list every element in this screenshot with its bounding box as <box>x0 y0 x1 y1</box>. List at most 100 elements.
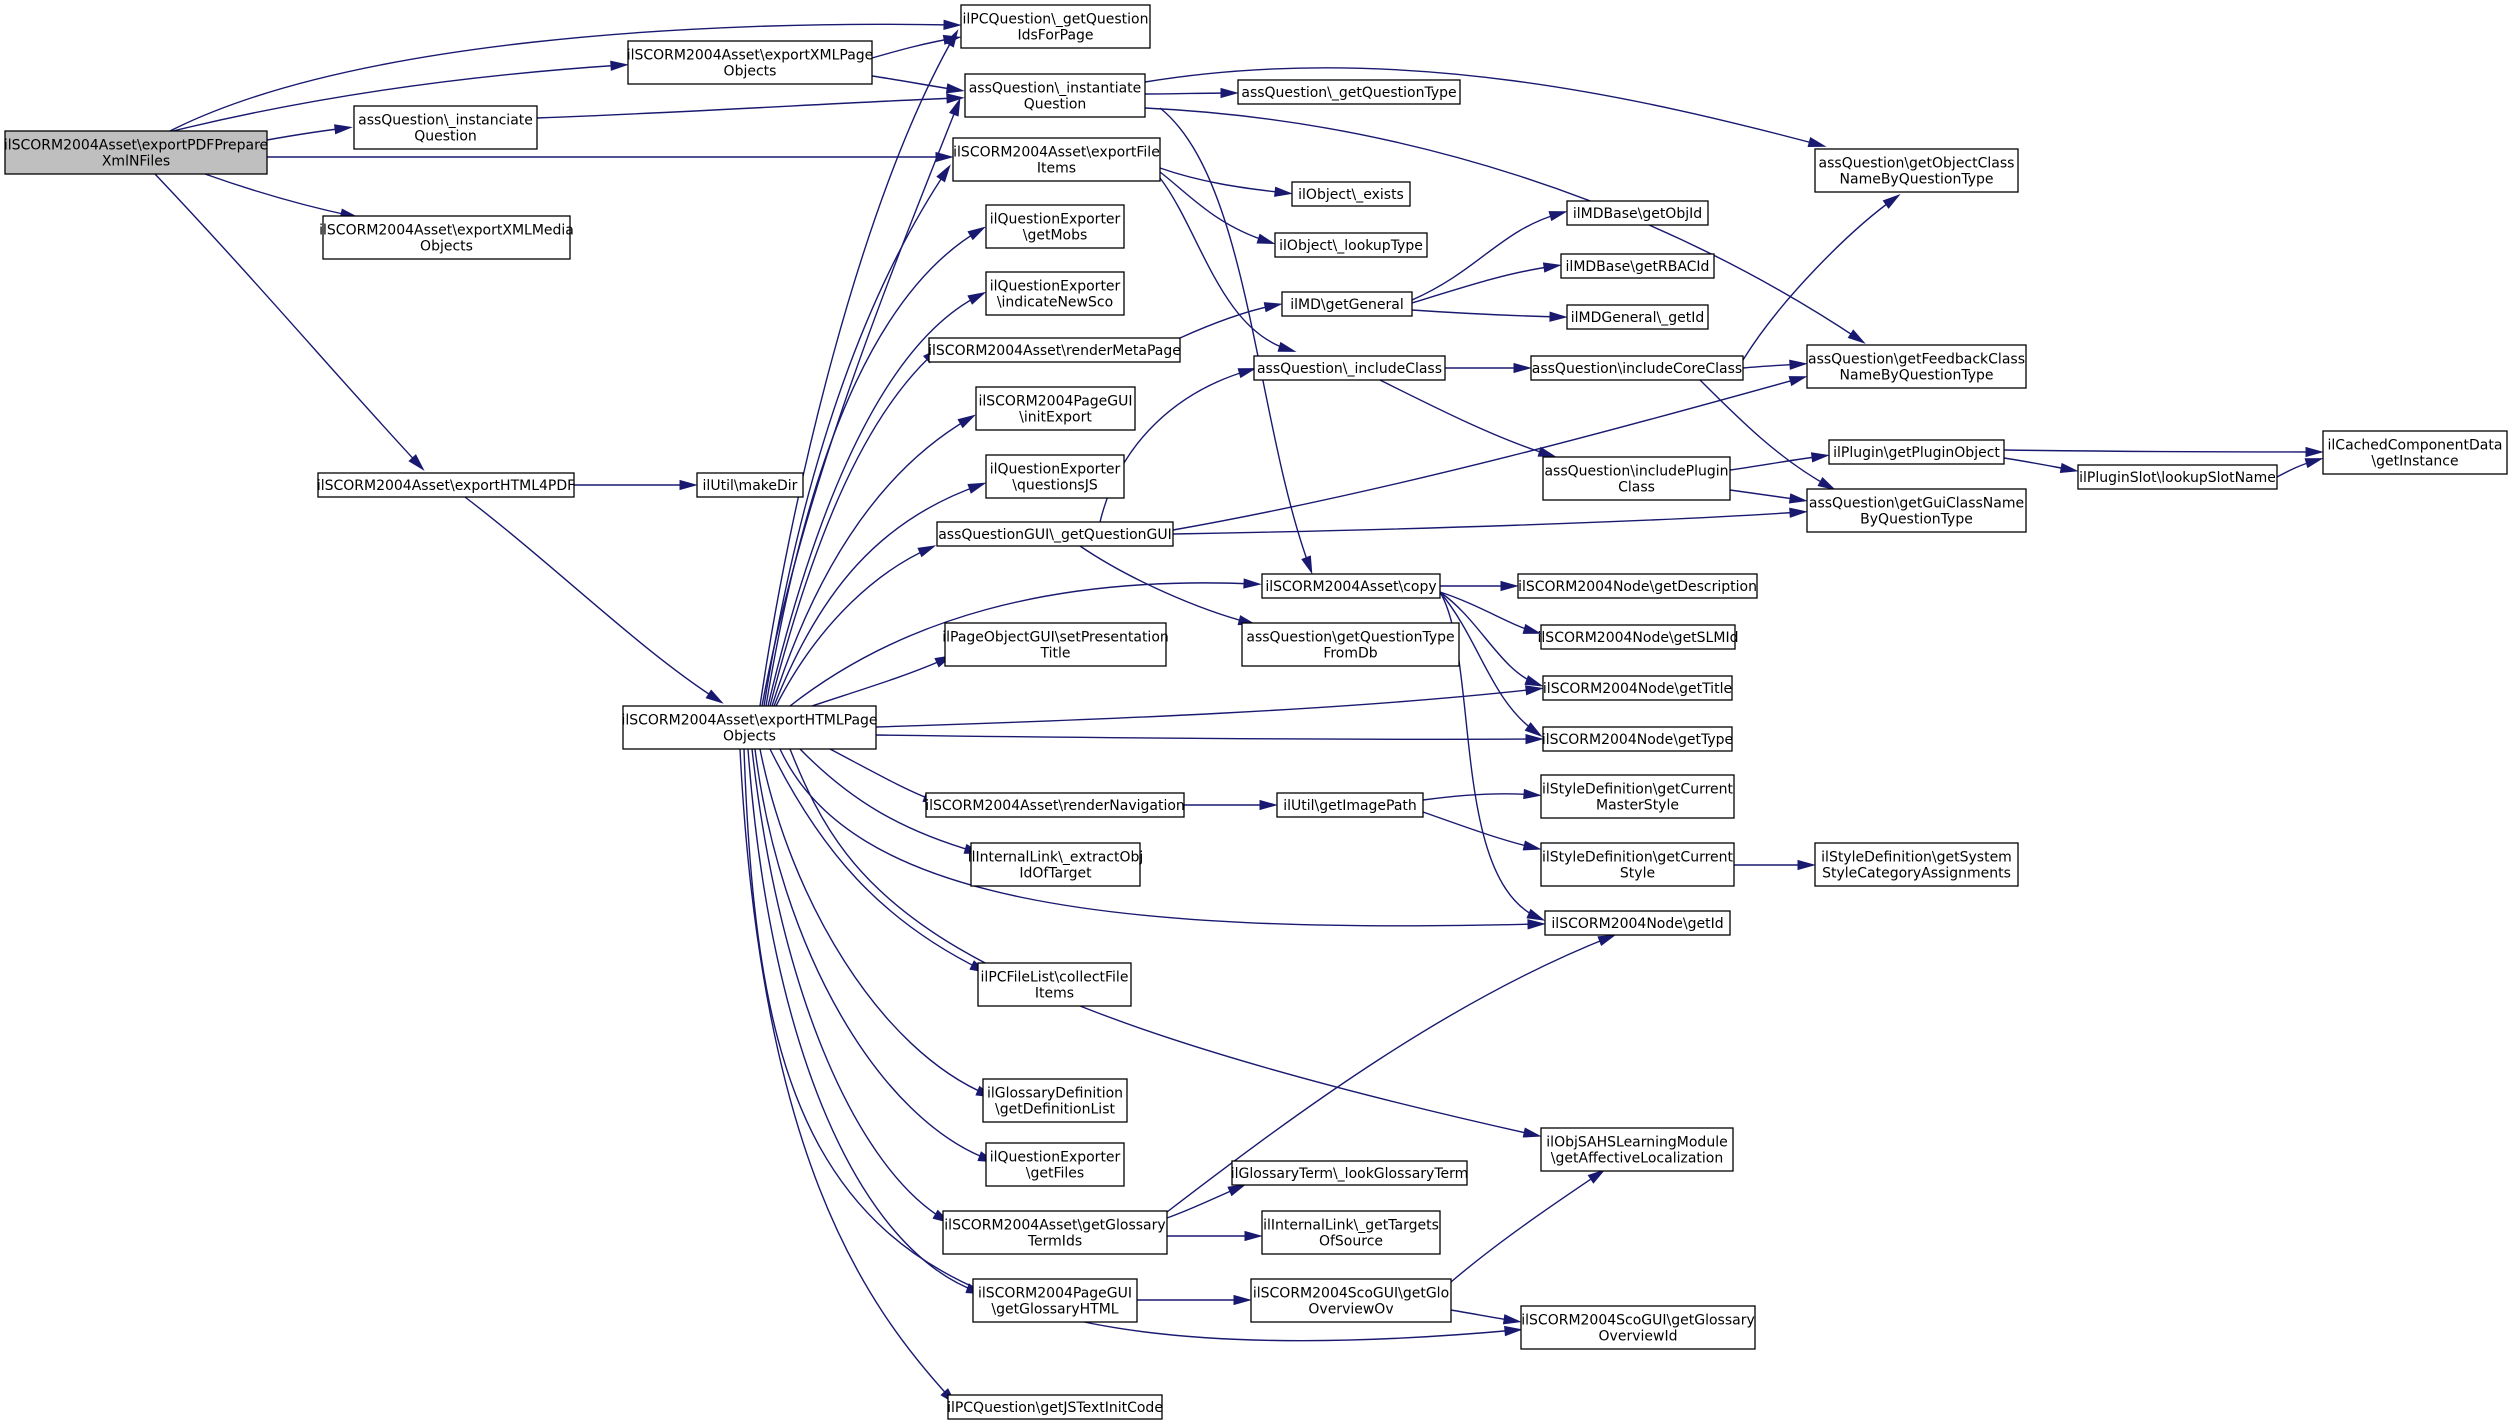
node-n53[interactable]: ilGlossaryTerm\_lookGlossaryTerm <box>1231 1160 1469 1186</box>
edge-line <box>1159 171 1270 243</box>
node-n8[interactable]: ilUtil\makeDir <box>696 472 804 498</box>
node-n43[interactable]: ilSCORM2004Node\getDescription <box>1517 573 1758 599</box>
node-n16[interactable]: ilSCORM2004Asset\copy <box>1261 573 1441 599</box>
node-n38[interactable]: ilPlugin\getPluginObject <box>1828 439 2005 465</box>
node-n50[interactable]: ilStyleDefinition\getSystemStyleCategory… <box>1814 842 2019 887</box>
node-box <box>1261 1210 1441 1255</box>
node-n27[interactable]: ilGlossaryDefinition\getDefinitionList <box>982 1078 1128 1123</box>
node-n51[interactable]: ilSCORM2004Node\getId <box>1544 910 1731 936</box>
node-label-line: ByQuestionType <box>1860 512 1973 528</box>
edge-line <box>799 748 977 853</box>
edge-arrowhead <box>1525 685 1544 696</box>
node-label-line: ilMDBase\getObjId <box>1573 206 1702 222</box>
node-label-line: Question <box>414 129 477 145</box>
edge-arrowhead <box>1797 859 1816 871</box>
node-n13[interactable]: ilObject\_exists <box>1291 181 1411 207</box>
node-n52[interactable]: ilObjSAHSLearningModule\getAffectiveLoca… <box>1540 1127 1734 1172</box>
node-n15[interactable]: assQuestion\_includeClass <box>1253 355 1446 381</box>
node-box <box>1291 181 1411 207</box>
edge-arrowhead <box>944 29 959 48</box>
node-n28[interactable]: ilQuestionExporter\getFiles <box>985 1142 1125 1187</box>
node-n14[interactable]: ilObject\_lookupType <box>1274 232 1428 258</box>
node-n34[interactable]: ilMDBase\getRBACId <box>1560 253 1715 279</box>
node-n11[interactable]: assQuestion\getObjectClassNameByQuestion… <box>1814 148 2019 193</box>
edge-n29-n54 <box>1167 1230 1263 1242</box>
edge-arrowhead <box>1237 368 1257 379</box>
node-box <box>1814 148 2019 193</box>
edge-line <box>767 294 981 707</box>
edge-arrowhead <box>1227 1184 1247 1197</box>
edge-n0-n5 <box>267 151 954 163</box>
node-n10[interactable]: assQuestion\_getQuestionType <box>1237 79 1461 105</box>
edge-arrowhead <box>1513 362 1532 374</box>
node-n44[interactable]: ilSCORM2004Node\getSLMId <box>1538 624 1739 650</box>
node-n32[interactable]: ilMD\getGeneral <box>1281 291 1413 317</box>
edge-line <box>771 417 971 707</box>
edge-n0-n2 <box>172 60 629 132</box>
node-label-line: NameByQuestionType <box>1840 172 1994 188</box>
node-box <box>353 105 538 150</box>
node-n35[interactable]: ilMDGeneral\_getId <box>1566 304 1709 330</box>
node-n30[interactable]: ilSCORM2004PageGUI\getGlossaryHTML <box>972 1278 1138 1323</box>
edge-n4-n10 <box>1144 87 1239 99</box>
node-n22[interactable]: assQuestionGUI\_getQuestionGUI <box>936 521 1174 547</box>
node-n24[interactable]: ilSCORM2004Asset\renderNavigation <box>925 792 1185 818</box>
node-n19[interactable]: ilSCORM2004Asset\renderMetaPage <box>928 337 1181 363</box>
node-label-line: ilSCORM2004Asset\exportHTML4PDF <box>317 478 575 494</box>
node-n47[interactable]: ilUtil\getImagePath <box>1276 792 1424 818</box>
edge-arrowhead <box>1537 446 1557 457</box>
node-n45[interactable]: ilSCORM2004Node\getTitle <box>1542 675 1733 701</box>
edge-n9-n21 <box>773 482 987 707</box>
node-n18[interactable]: ilQuestionExporter\indicateNewSco <box>985 271 1125 316</box>
node-label-line: ilSCORM2004Asset\renderMetaPage <box>928 343 1181 359</box>
edge-arrowhead <box>1810 452 1830 463</box>
node-label-line: ilSCORM2004Node\getSLMId <box>1538 630 1739 646</box>
node-label-line: Class <box>1618 480 1655 496</box>
node-n12[interactable]: assQuestion\getFeedbackClassNameByQuesti… <box>1806 344 2027 389</box>
edge-arrowhead <box>967 226 986 241</box>
node-n20[interactable]: ilSCORM2004PageGUI\initExport <box>975 386 1136 431</box>
node-n46[interactable]: ilSCORM2004Node\getType <box>1542 726 1733 752</box>
node-n33[interactable]: ilMDBase\getObjId <box>1566 200 1709 226</box>
edge-n0-n1 <box>169 19 962 132</box>
graph-nodes: ilSCORM2004Asset\exportPDFPrepareXmlNFil… <box>4 4 2508 1420</box>
node-n0[interactable]: ilSCORM2004Asset\exportPDFPrepareXmlNFil… <box>4 130 268 175</box>
node-label-line: TermIds <box>1027 1234 1082 1250</box>
node-n41[interactable]: assQuestion\getGuiClassNameByQuestionTyp… <box>1806 488 2027 533</box>
node-n40[interactable]: ilCachedComponentData\getInstance <box>2322 430 2508 475</box>
node-label-line: \getGlossaryHTML <box>991 1302 1118 1318</box>
node-n31[interactable]: ilPCQuestion\getJSTextInitCode <box>947 1394 1163 1420</box>
edge-arrowhead <box>946 93 965 104</box>
edge-arrowhead <box>1548 211 1568 222</box>
node-n21[interactable]: ilQuestionExporter\questionsJS <box>985 454 1125 499</box>
node-n39[interactable]: ilPluginSlot\lookupSlotName <box>2077 464 2278 490</box>
edge-line <box>1422 811 1536 849</box>
node-label-line: assQuestion\_instanciate <box>358 113 533 129</box>
edge-line <box>743 748 1517 1342</box>
edge-line <box>759 34 956 707</box>
edge-arrowhead <box>936 164 951 183</box>
edge-line <box>1729 455 1824 471</box>
node-label-line: ilStyleDefinition\getCurrent <box>1542 782 1734 798</box>
node-n36[interactable]: assQuestion\includeCoreClass <box>1530 355 1744 381</box>
node-n7[interactable]: ilSCORM2004Asset\exportHTML4PDF <box>317 472 575 498</box>
node-n17[interactable]: ilQuestionExporter\getMobs <box>985 204 1125 249</box>
